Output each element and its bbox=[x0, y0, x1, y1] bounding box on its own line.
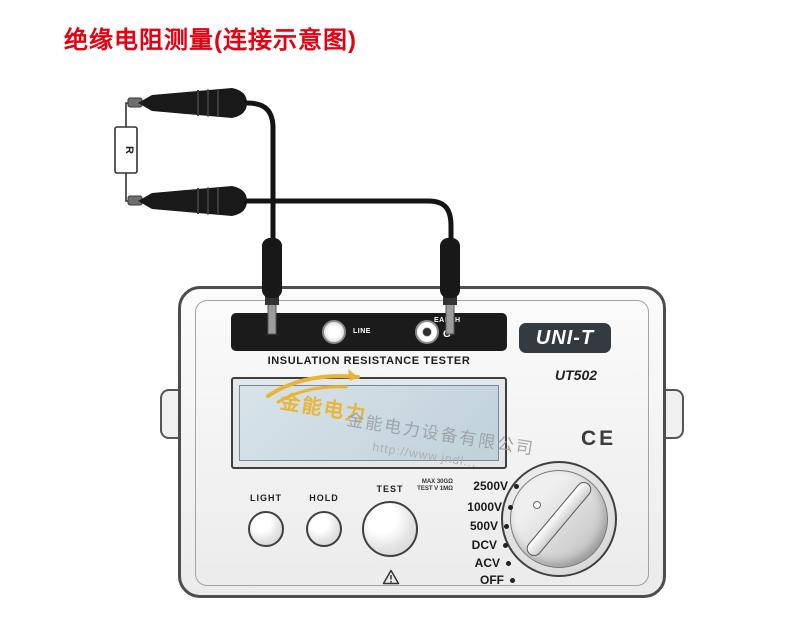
switch-position-label: DCV bbox=[471, 538, 497, 552]
hold-button-label: HOLD bbox=[309, 493, 339, 503]
lcd-bezel bbox=[231, 377, 507, 469]
light-button-label: LIGHT bbox=[250, 493, 282, 503]
lcd-screen bbox=[239, 385, 499, 461]
test-probe-bottom bbox=[138, 186, 247, 216]
switch-position-1000v: 1000V bbox=[449, 500, 513, 514]
rotary-switch bbox=[501, 461, 617, 577]
switch-position-dot bbox=[506, 560, 511, 566]
switch-position-500v: 500V bbox=[445, 519, 509, 533]
switch-position-acv: ACV bbox=[447, 556, 511, 570]
light-button bbox=[248, 511, 284, 547]
earth-terminal-label: EARTH bbox=[434, 317, 461, 324]
switch-position-2500v: 2500V bbox=[455, 479, 519, 493]
warning-icon bbox=[382, 569, 400, 585]
switch-position-label: 1000V bbox=[467, 500, 502, 514]
switch-position-label: ACV bbox=[474, 556, 500, 570]
model-number: UT502 bbox=[555, 367, 598, 383]
switch-position-off: OFF bbox=[451, 573, 515, 587]
test-button bbox=[362, 501, 418, 557]
switch-note-line2: TEST V 1MΩ bbox=[417, 486, 453, 492]
mounting-ear-right bbox=[666, 389, 684, 439]
switch-position-dot bbox=[504, 523, 509, 529]
switch-position-label: OFF bbox=[480, 573, 504, 587]
switch-position-label: 2500V bbox=[473, 479, 508, 493]
panel-title: INSULATION RESISTANCE TESTER bbox=[267, 355, 471, 367]
ce-mark: CE bbox=[581, 427, 617, 450]
mounting-ear-left bbox=[160, 389, 178, 439]
terminal-strip: LINE G EARTH bbox=[231, 313, 507, 351]
alligator-clips bbox=[127, 97, 143, 206]
brand-logo: UNI-T bbox=[519, 323, 611, 353]
guard-terminal-label: G bbox=[443, 329, 451, 340]
switch-note: MAX 30GΩ TEST V 1MΩ bbox=[413, 479, 453, 493]
page-title: 绝缘电阻测量(连接示意图) bbox=[64, 27, 357, 54]
insulation-tester-body: LINE G EARTH INSULATION RESISTANCE TESTE… bbox=[160, 286, 684, 598]
rotary-knob bbox=[510, 470, 608, 568]
switch-position-dot bbox=[514, 483, 519, 489]
switch-position-dcv: DCV bbox=[444, 538, 508, 552]
test-probe-top bbox=[138, 88, 247, 118]
switch-position-label: 500V bbox=[469, 519, 498, 533]
rotary-indicator-dot bbox=[533, 501, 541, 509]
hold-button bbox=[306, 511, 342, 547]
meter-inner-panel bbox=[195, 300, 649, 586]
resistor-under-test: R bbox=[114, 102, 138, 202]
line-jack bbox=[322, 320, 346, 344]
guard-jack bbox=[415, 320, 439, 344]
switch-position-dot bbox=[503, 542, 508, 548]
test-button-label: TEST bbox=[376, 484, 404, 494]
switch-position-dot bbox=[508, 504, 513, 510]
line-terminal-label: LINE bbox=[353, 328, 371, 335]
resistor-label: R bbox=[123, 146, 135, 154]
rotary-knob-handle bbox=[523, 478, 595, 560]
test-lead-cables bbox=[244, 100, 454, 247]
switch-note-line1: MAX 30GΩ bbox=[421, 479, 453, 485]
switch-position-dot bbox=[510, 577, 515, 583]
